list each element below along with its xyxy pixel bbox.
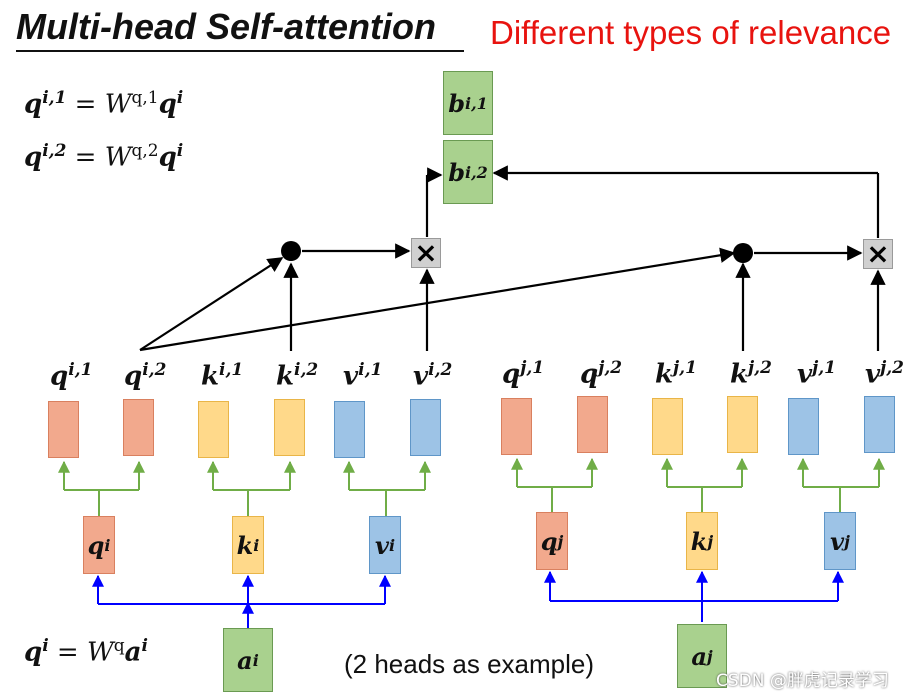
attention-arrows bbox=[139, 165, 886, 352]
input-arrows-j bbox=[544, 570, 844, 622]
vector-q-i-1 bbox=[48, 401, 79, 458]
equation-q-i-1: qi,1 = Wq,1qi bbox=[24, 88, 184, 120]
vector-v-i-1 bbox=[334, 401, 365, 458]
vector-k-j-1 bbox=[652, 398, 683, 455]
vector-k-i-2 bbox=[274, 399, 305, 456]
input-arrows-i bbox=[92, 574, 391, 628]
slide-title: Multi-head Self-attention bbox=[16, 6, 436, 47]
label-k-j-2: kj,2 bbox=[730, 358, 772, 390]
label-v-i-1: vi,1 bbox=[343, 360, 383, 392]
equation-q-i-2: qi,2 = Wq,2qi bbox=[24, 141, 184, 173]
watermark: CSDN @胖虎记录学习 bbox=[716, 671, 889, 691]
equation-q-i: qi = Wqai bbox=[24, 636, 148, 668]
vector-q-j-2 bbox=[577, 396, 608, 453]
label-v-j-1: vj,1 bbox=[797, 358, 837, 390]
label-q-j-2: qj,2 bbox=[580, 358, 623, 390]
slide-subtitle: Different types of relevance bbox=[490, 14, 892, 51]
multiply-node-2: × bbox=[863, 239, 893, 269]
label-v-i-2: vi,2 bbox=[413, 360, 453, 392]
label-v-j-2: vj,2 bbox=[865, 358, 905, 390]
title-underline bbox=[16, 50, 464, 52]
label-k-i-1: ki,1 bbox=[201, 360, 244, 392]
label-q-j-1: qj,1 bbox=[502, 358, 545, 390]
caption: (2 heads as example) bbox=[344, 649, 595, 679]
vector-v-i-2 bbox=[410, 399, 441, 456]
label-q-i-1: qi,1 bbox=[50, 360, 93, 392]
vector-v-j-2 bbox=[864, 396, 895, 453]
vector-q-j-1 bbox=[501, 398, 532, 455]
dot-product-node-1 bbox=[281, 241, 301, 261]
split-arrows bbox=[58, 457, 885, 516]
multiply-node-1: × bbox=[411, 238, 441, 268]
vector-v-j-1 bbox=[788, 398, 819, 455]
vector-k-j-2 bbox=[727, 396, 758, 453]
dot-product-node-2 bbox=[733, 243, 753, 263]
label-q-i-2: qi,2 bbox=[124, 360, 167, 392]
label-k-j-1: kj,1 bbox=[655, 358, 697, 390]
vector-q-i-2 bbox=[123, 399, 154, 456]
vector-k-i-1 bbox=[198, 401, 229, 458]
label-k-i-2: ki,2 bbox=[276, 360, 319, 392]
